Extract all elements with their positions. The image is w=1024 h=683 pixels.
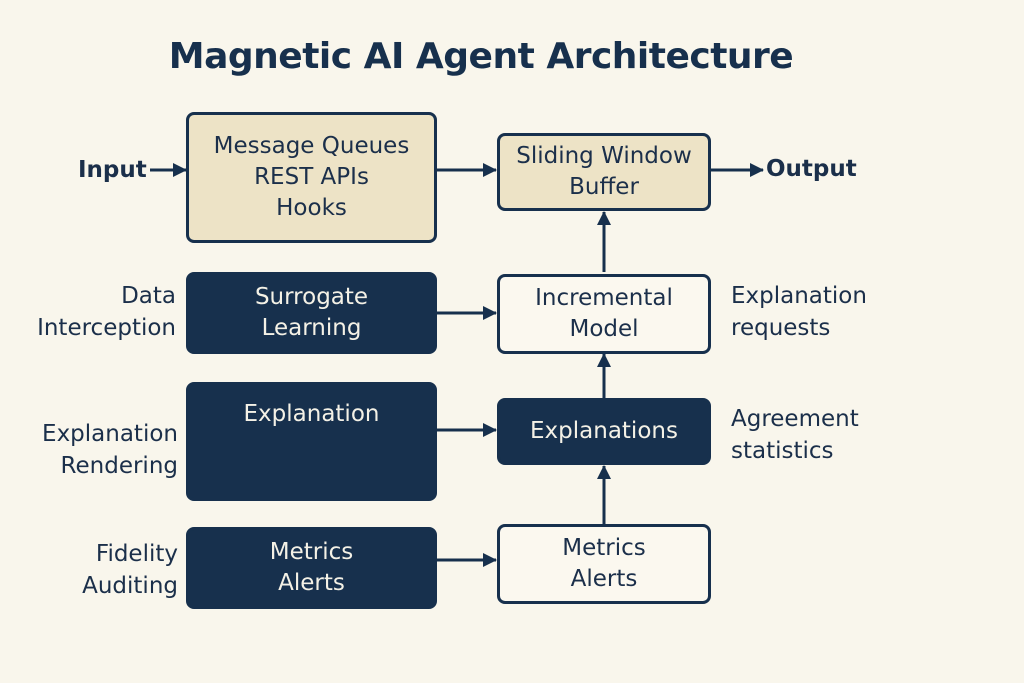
stage-label-line: Rendering <box>60 453 178 479</box>
diagram-title: Magnetic AI Agent Architecture <box>168 36 794 77</box>
box-sliding-window-buffer: Sliding Window Buffer <box>497 133 711 211</box>
box-incremental-model: Incremental Model <box>497 274 711 354</box>
annotation-agreement-statistics: Agreement statistics <box>731 403 859 467</box>
box-metrics-alerts-right: Metrics Alerts <box>497 524 711 604</box>
box-explanation: Explanation <box>186 382 437 501</box>
annotation-line: Agreement <box>731 406 859 432</box>
box-input-sources: Message Queues REST APIs Hooks <box>186 112 437 243</box>
input-label: Input <box>78 157 147 183</box>
box-line: Buffer <box>569 174 639 200</box>
stage-label-line: Interception <box>37 315 176 341</box>
box-line: Sliding Window <box>516 143 692 169</box>
stage-label-explanation-rendering: Explanation Rendering <box>42 418 178 482</box>
box-line: Explanation <box>243 401 380 427</box>
annotation-line: Explanation <box>731 283 867 309</box>
annotation-line: statistics <box>731 438 834 464</box>
box-line: Explanations <box>530 418 678 444</box>
box-line: Message Queues <box>213 133 410 159</box>
stage-label-line: Data <box>121 283 176 309</box>
box-line: Surrogate <box>254 284 369 310</box>
stage-label-data-interception: Data Interception <box>37 280 176 344</box>
output-label: Output <box>766 156 857 182</box>
box-line: Learning <box>261 315 362 341</box>
box-line: Alerts <box>278 570 345 596</box>
stage-label-line: Fidelity <box>95 541 178 567</box>
box-line: Incremental <box>535 285 673 311</box>
box-explanations: Explanations <box>497 398 711 465</box>
box-metrics-alerts-left: Metrics Alerts <box>186 527 437 609</box>
box-line: Model <box>569 316 639 342</box>
annotation-line: requests <box>731 315 831 341</box>
box-line: Metrics <box>562 535 646 561</box>
box-line: REST APIs <box>254 164 369 190</box>
annotation-explanation-requests: Explanation requests <box>731 280 867 344</box>
stage-label-fidelity-auditing: Fidelity Auditing <box>82 538 178 602</box>
stage-label-line: Auditing <box>82 573 178 599</box>
box-surrogate-learning: Surrogate Learning <box>186 272 437 354</box>
box-line: Hooks <box>276 195 347 221</box>
stage-label-line: Explanation <box>42 421 178 447</box>
box-line: Alerts <box>570 566 638 592</box>
box-line: Metrics <box>269 539 354 565</box>
